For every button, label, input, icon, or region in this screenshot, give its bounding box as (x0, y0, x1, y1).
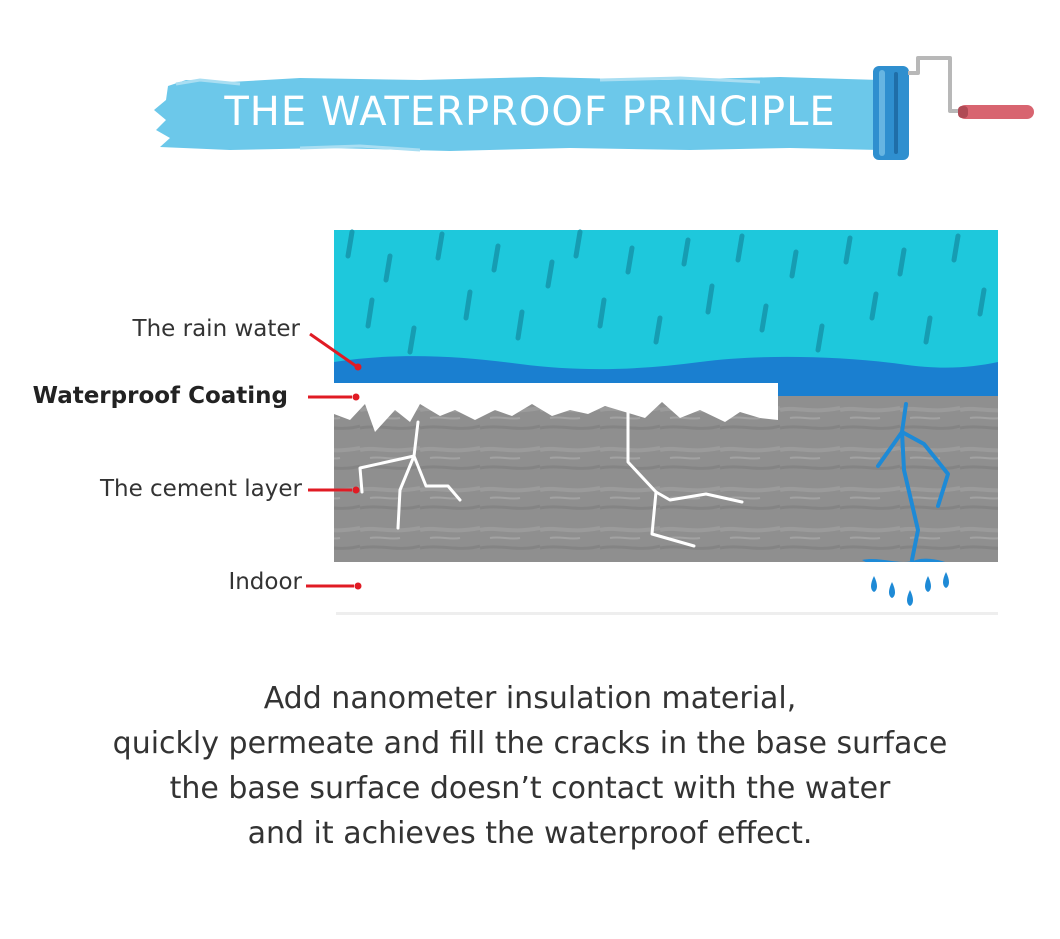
caption-line-1: Add nanometer insulation material, (263, 681, 797, 716)
label-indoor: Indoor (228, 569, 302, 595)
label-rain-water: The rain water (132, 316, 300, 342)
waterproof-diagram (306, 229, 998, 615)
cement-layer (334, 396, 998, 562)
crack-icon (358, 406, 744, 548)
waterproof-coating (334, 383, 778, 432)
water-drops (871, 572, 949, 606)
banner-brush-stroke (154, 76, 880, 152)
label-cement-layer: The cement layer (99, 476, 302, 502)
indoor-area (334, 562, 998, 612)
paint-roller-icon (873, 56, 1034, 160)
label-pointers (306, 332, 362, 590)
water-leak-icon (876, 402, 950, 562)
rain-drops-icon (345, 229, 987, 355)
banner-graphic (154, 56, 1034, 160)
rain-area (334, 230, 998, 380)
page-title: THE WATERPROOF PRINCIPLE (224, 89, 836, 135)
caption-line-2: quickly permeate and fill the cracks in … (112, 726, 948, 761)
caption-line-3: the base surface doesn’t contact with th… (169, 771, 891, 806)
caption-line-4: and it achieves the waterproof effect. (247, 816, 813, 851)
description-caption: Add nanometer insulation material, quick… (0, 676, 1060, 856)
label-waterproof-coating: Waterproof Coating (32, 383, 288, 409)
